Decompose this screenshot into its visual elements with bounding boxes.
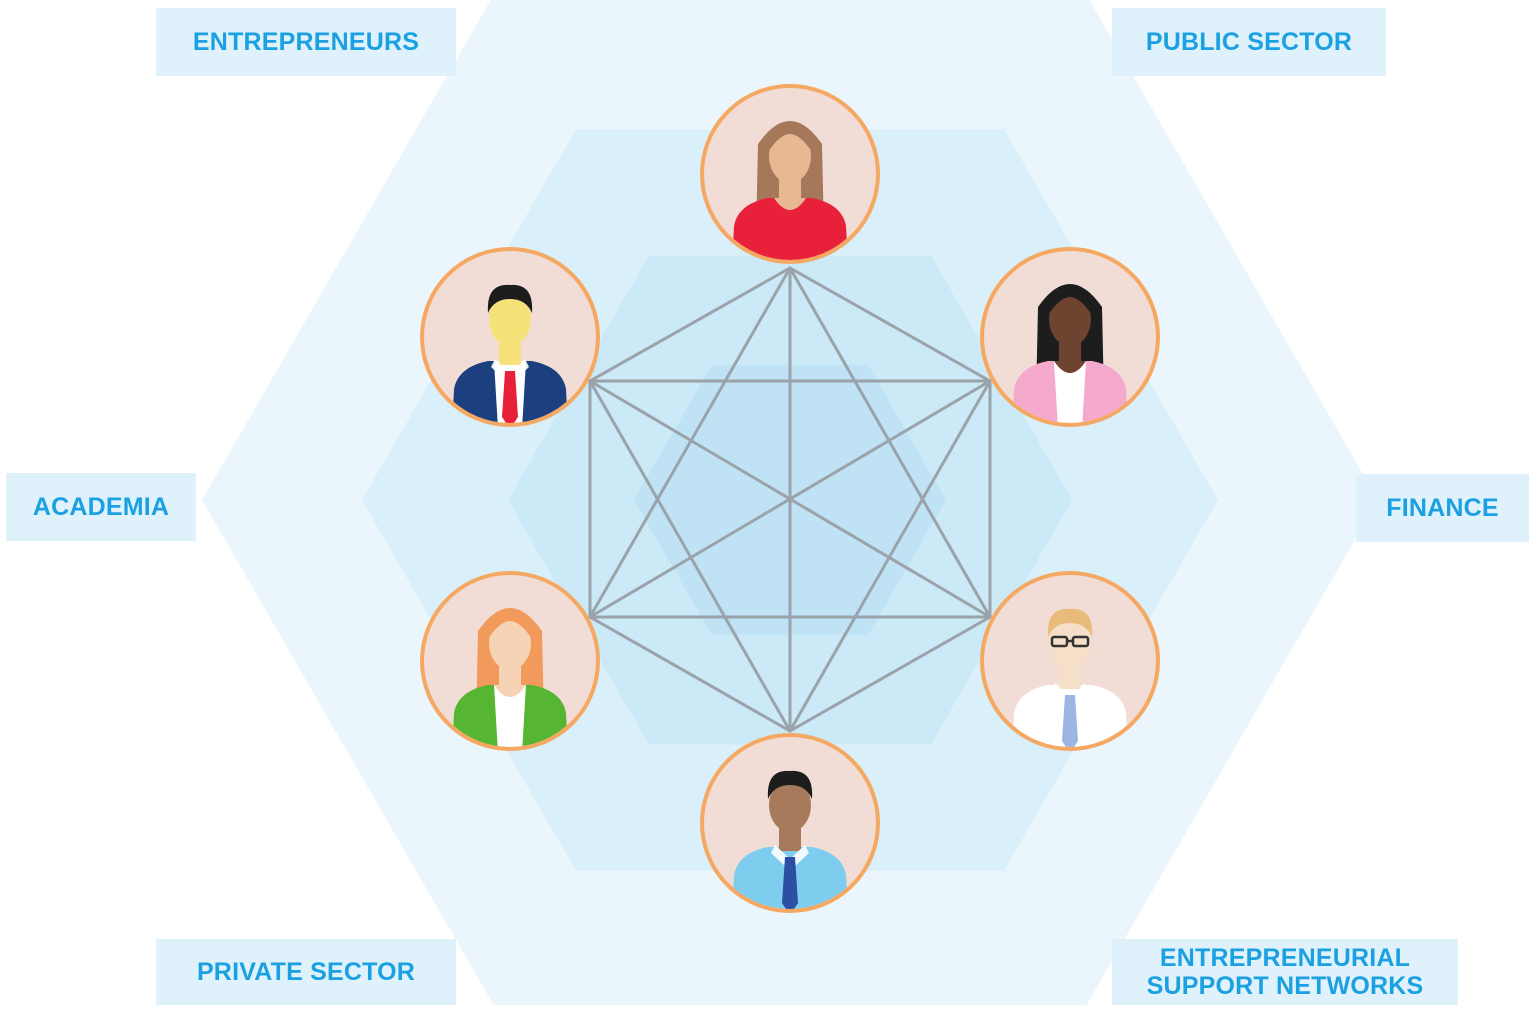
label-esn-line2: SUPPORT NETWORKS bbox=[1146, 972, 1424, 1000]
connection-line bbox=[588, 379, 992, 619]
avatar-ring bbox=[700, 84, 880, 264]
avatar-man-navy-suit bbox=[420, 247, 600, 427]
avatar-woman-green-blazer bbox=[420, 571, 600, 751]
label-entrepreneurs-text: ENTREPRENEURS bbox=[192, 28, 420, 56]
avatar-ring bbox=[980, 571, 1160, 751]
label-public-sector: PUBLIC SECTOR bbox=[1112, 8, 1386, 76]
connection-line bbox=[588, 379, 792, 733]
avatar-ring bbox=[980, 247, 1160, 427]
connection-line bbox=[788, 266, 992, 383]
avatar-ring bbox=[420, 247, 600, 427]
label-public-sector-text: PUBLIC SECTOR bbox=[1145, 28, 1353, 56]
stakeholder-avatars bbox=[420, 84, 1160, 913]
avatar-woman-pink-blazer bbox=[980, 247, 1160, 427]
connection-line bbox=[588, 266, 792, 619]
person-icon bbox=[1012, 284, 1128, 423]
label-entrepreneurial-support-networks: ENTREPRENEURIAL SUPPORT NETWORKS bbox=[1112, 939, 1458, 1005]
avatar-man-glasses-shirt bbox=[980, 571, 1160, 751]
person-icon bbox=[452, 608, 568, 747]
label-entrepreneurs: ENTREPRENEURS bbox=[156, 8, 456, 76]
avatar-woman-red-top bbox=[700, 84, 880, 264]
person-icon bbox=[732, 770, 848, 909]
connection-line bbox=[788, 379, 992, 733]
connection-line bbox=[588, 266, 792, 383]
label-finance: FINANCE bbox=[1356, 474, 1529, 542]
person-icon bbox=[452, 284, 568, 423]
label-finance-text: FINANCE bbox=[1386, 494, 1499, 522]
person-icon bbox=[1012, 608, 1128, 747]
label-esn-line1: ENTREPRENEURIAL bbox=[1159, 944, 1411, 972]
person-icon bbox=[732, 121, 848, 260]
label-academia-text: ACADEMIA bbox=[32, 493, 170, 521]
label-private-sector-text: PRIVATE SECTOR bbox=[196, 958, 416, 986]
label-private-sector: PRIVATE SECTOR bbox=[156, 939, 456, 1005]
avatar-ring bbox=[700, 733, 880, 913]
connection-line bbox=[588, 615, 792, 733]
connection-lines bbox=[588, 266, 992, 733]
avatar-man-blue-shirt bbox=[700, 733, 880, 913]
connection-line bbox=[788, 266, 992, 619]
connection-line bbox=[788, 615, 992, 733]
avatar-ring bbox=[420, 571, 600, 751]
label-academia: ACADEMIA bbox=[6, 473, 196, 541]
